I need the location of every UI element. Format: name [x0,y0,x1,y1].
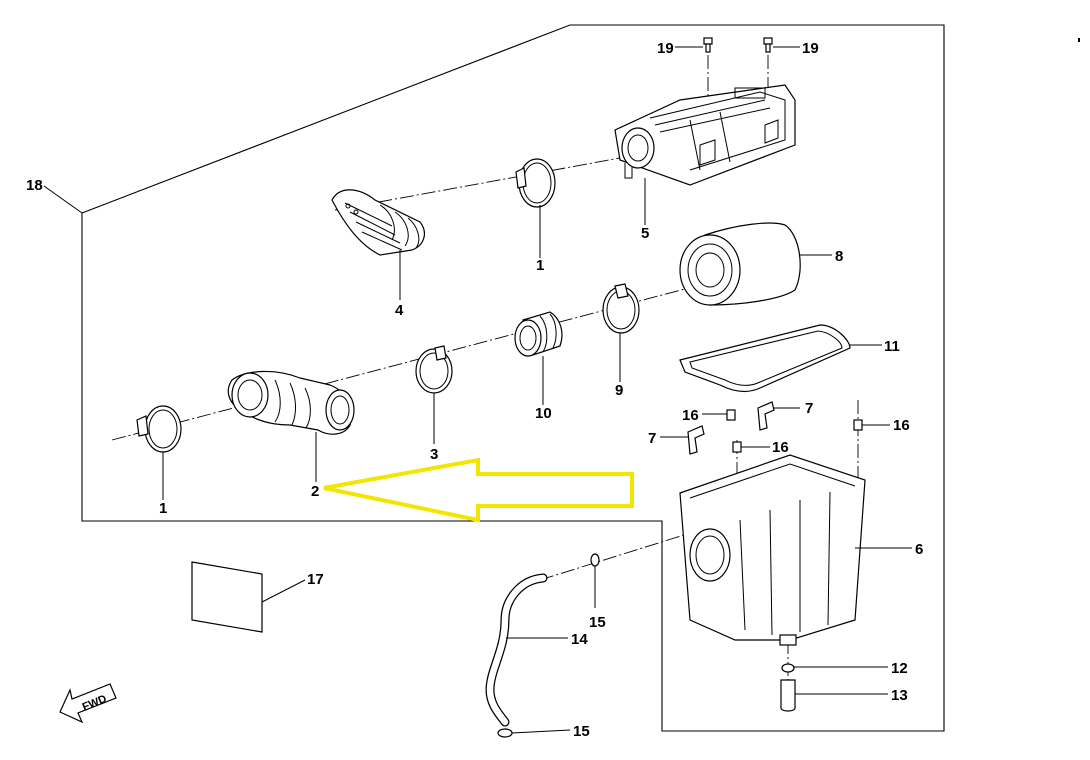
highlight-arrow [323,457,634,523]
bolt-19-left [703,37,713,53]
air-filter-8 [679,222,801,306]
axis-lower [111,284,701,441]
callout-15-upper: 15 [589,614,606,631]
edge-mark [1078,38,1080,42]
callout-7-right: 7 [805,400,813,417]
callout-18: 18 [26,177,43,194]
hose-clamp-15-upper [590,553,600,567]
grommet-16-top [726,409,736,421]
callout-14: 14 [571,631,588,648]
axis-drain [539,529,701,581]
clamp-1-lower [136,405,182,453]
grommet-16-center [732,441,742,453]
callout-19-right: 19 [802,40,819,57]
callout-1-upper: 1 [536,257,544,274]
callout-12: 12 [891,660,908,677]
axis-upper [334,157,621,211]
callout-4: 4 [395,302,404,319]
gasket-11 [679,324,851,393]
callout-6: 6 [915,541,923,558]
callout-11: 11 [884,338,900,355]
airbox-body-6 [679,454,866,646]
intake-snorkel-4 [331,189,426,256]
assembly-frame [81,24,945,732]
drain-plug-13 [780,679,796,712]
intake-boot-2 [227,370,355,435]
callout-19-left: 19 [657,40,674,57]
bolt-19-right [763,37,773,53]
callout-1-lower: 1 [159,500,167,517]
clip-7-left [687,425,705,455]
clip-7-right [757,401,775,431]
callout-10: 10 [535,405,552,422]
callout-16-center: 16 [772,439,789,456]
leader-18 [43,185,83,214]
callout-13: 13 [891,687,908,704]
oring-12 [781,663,795,673]
clamp-3 [415,345,453,394]
forward-arrow-icon: FWD [59,683,117,724]
coupler-10 [514,311,563,357]
clamp-9 [602,283,640,334]
callout-17: 17 [307,571,324,588]
clamp-1-upper [515,158,556,208]
leader-15b [511,729,571,734]
callout-15-lower: 15 [573,723,590,740]
airbox-cover-5 [614,84,796,186]
callout-2: 2 [311,483,319,500]
callout-3: 3 [430,446,438,463]
leader-17 [261,579,306,603]
callout-8: 8 [835,248,843,265]
label-17 [191,561,263,633]
grommet-16-right [853,419,863,431]
callout-7-left: 7 [648,430,656,447]
callout-16-right: 16 [893,417,910,434]
callout-9: 9 [615,382,623,399]
hose-clamp-15-lower [497,728,513,738]
callout-16-top: 16 [682,407,699,424]
callout-5: 5 [641,225,649,242]
